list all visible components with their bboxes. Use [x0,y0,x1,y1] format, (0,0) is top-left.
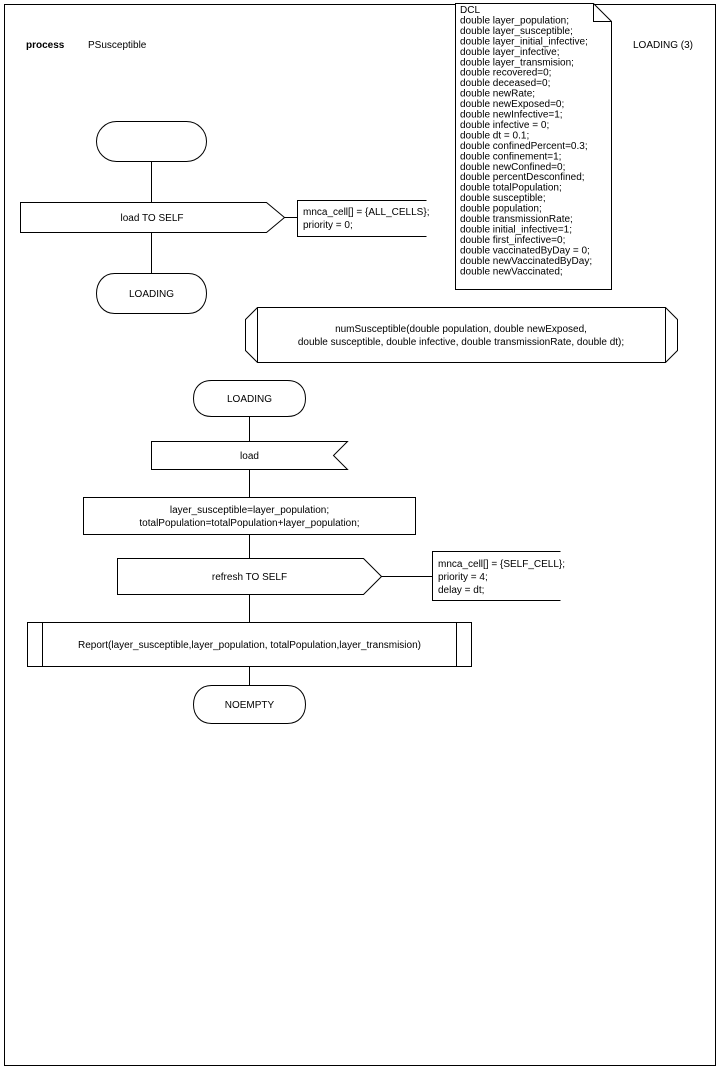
process-keyword: process [26,40,65,51]
state-loading-next-label: LOADING [129,289,174,300]
dcl-line: double initial_infective=1; [460,224,572,235]
output-load-comment: mnca_cell[] = {ALL_CELLS}; priority = 0; [284,200,429,237]
dcl-line: double dt = 0.1; [460,130,529,141]
output-refresh-comment: mnca_cell[] = {SELF_CELL}; priority = 4;… [381,551,565,601]
dcl-line: double layer_susceptible; [460,26,573,37]
dcl-line: double susceptible; [460,193,546,204]
dcl-line: double confinement=1; [460,151,561,162]
output-refresh-param-2: priority = 4; [438,572,488,583]
dcl-line: double deceased=0; [460,78,550,89]
output-refresh-label: refresh TO SELF [212,572,287,583]
dcl-line: double newVaccinatedByDay; [460,256,592,267]
state-noempty-label: NOEMPTY [225,700,275,711]
dcl-line: double vaccinatedByDay = 0; [460,245,590,256]
page-label: LOADING (3) [633,40,693,51]
state-loading: LOADING [192,380,307,417]
dcl-line: double confinedPercent=0.3; [460,141,588,152]
dcl-line: double layer_initial_infective; [460,36,588,47]
task-line-1: layer_susceptible=layer_population; [170,505,329,516]
procedure-call-report: Report(layer_susceptible,layer_populatio… [27,622,472,667]
output-load-label: load TO SELF [121,213,184,224]
state-noempty: NOEMPTY [192,685,307,724]
dcl-line: double recovered=0; [460,68,551,79]
start-symbol [96,121,207,162]
output-refresh-param-3: delay = dt; [438,585,484,596]
dcl-line: double population; [460,204,542,215]
output-refresh-param-1: mnca_cell[] = {SELF_CELL}; [438,559,565,570]
dcl-line: double first_infective=0; [460,235,565,246]
dcl-line: double percentDesconfined; [460,172,585,183]
dcl-line: double transmissionRate; [460,214,573,225]
dcl-line: double layer_transmision; [460,57,574,68]
dcl-line: double newInfective=1; [460,110,563,121]
dcl-line: double newConfined=0; [460,162,565,173]
dcl-line: double infective = 0; [460,120,549,131]
dcl-line: double newRate; [460,89,535,100]
output-load-param-1: mnca_cell[] = {ALL_CELLS}; [303,207,429,218]
output-load-to-self: load TO SELF [20,202,286,233]
state-loading-next: LOADING [95,273,208,314]
state-loading-label: LOADING [227,394,272,405]
dcl-line: double layer_infective; [460,47,560,58]
input-load-label: load [240,451,259,462]
procedure-declaration: numSusceptible(double population, double… [245,307,678,363]
task-assign-population: layer_susceptible=layer_population; tota… [83,497,416,535]
dcl-line: double newExposed=0; [460,99,564,110]
procedure-call-label: Report(layer_susceptible,layer_populatio… [78,640,421,651]
dcl-line: DCL [460,5,480,16]
output-refresh-to-self: refresh TO SELF [117,558,383,595]
task-line-2: totalPopulation=totalPopulation+layer_po… [139,518,359,529]
dcl-line: double totalPopulation; [460,183,562,194]
input-load: load [151,441,349,470]
dcl-line: double newVaccinated; [460,266,563,277]
dcl-line: double layer_population; [460,15,569,26]
procedure-declaration-line-1: numSusceptible(double population, double… [335,324,587,335]
procedure-declaration-line-2: double susceptible, double infective, do… [298,337,624,348]
output-load-param-2: priority = 0; [303,220,353,231]
process-name: PSusceptible [88,40,147,51]
